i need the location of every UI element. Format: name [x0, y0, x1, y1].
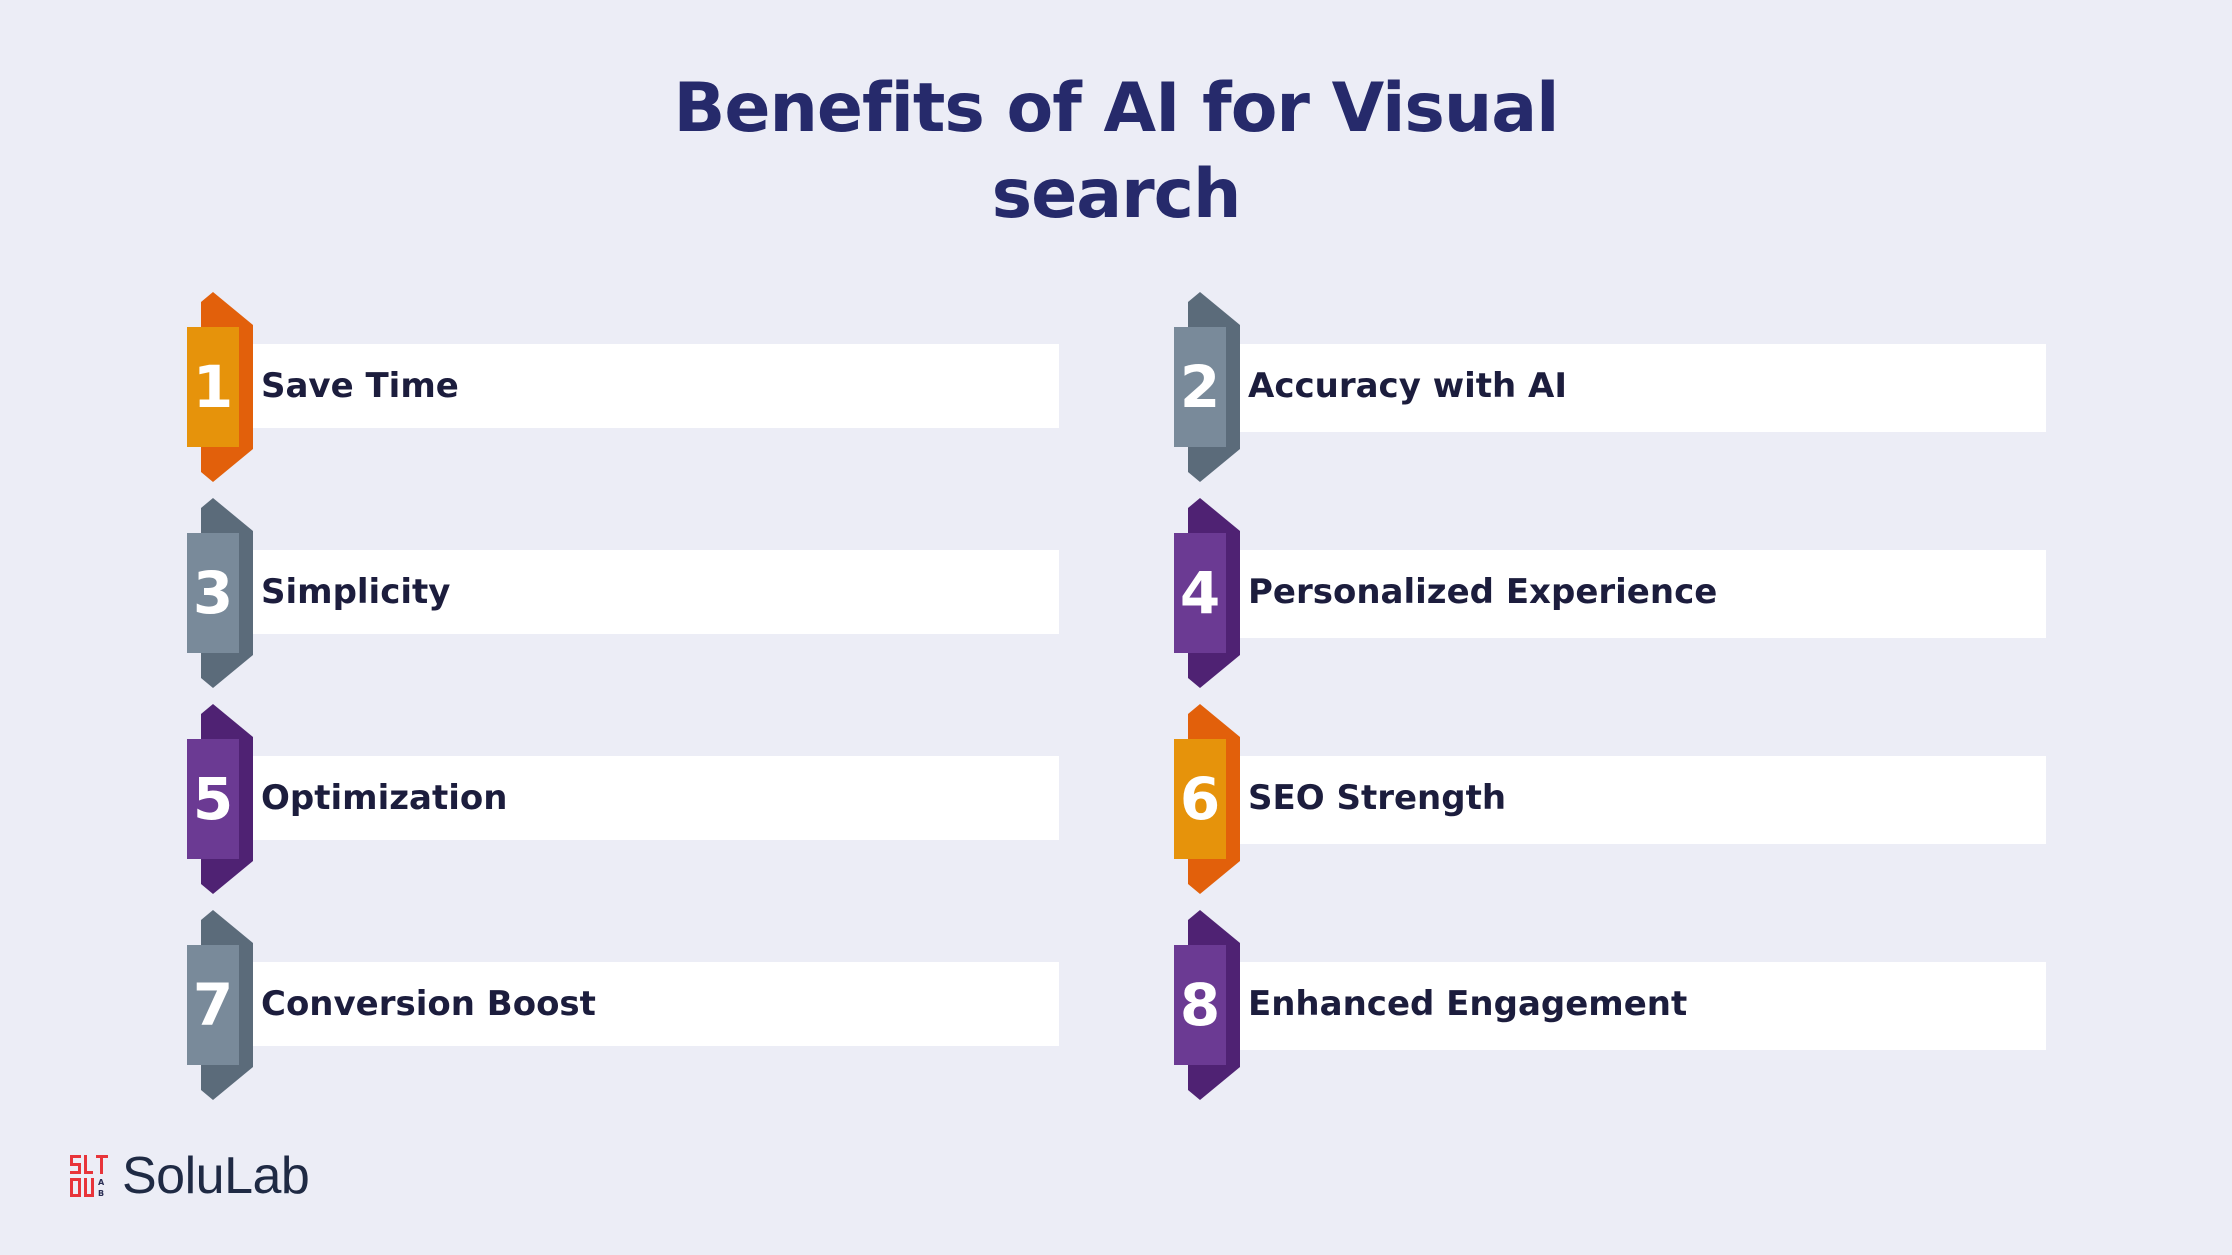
- benefit-bar: [1226, 962, 2046, 1050]
- number-badge: 3: [192, 559, 234, 627]
- benefit-item-7: 7 Conversion Boost: [187, 910, 1173, 1100]
- brand-name: SoluLab: [122, 1147, 310, 1205]
- number-badge-shape: [1174, 498, 1240, 688]
- number-badge-shape: [187, 910, 253, 1100]
- benefit-item-3: 3 Simplicity: [187, 498, 1173, 688]
- number-badge: 1: [192, 353, 234, 421]
- number-badge: 4: [1179, 559, 1221, 627]
- benefit-bar: [239, 756, 1059, 840]
- benefit-label: Simplicity: [261, 572, 451, 612]
- benefit-item-5: 5 Optimization: [187, 704, 1173, 894]
- number-badge: 5: [192, 765, 234, 833]
- svg-text:B: B: [98, 1189, 104, 1197]
- number-badge: 6: [1179, 765, 1221, 833]
- svg-text:A: A: [98, 1178, 105, 1187]
- benefit-label: Personalized Experience: [1248, 572, 1718, 612]
- brand-logo: A B SoluLab: [70, 1146, 310, 1206]
- benefit-bar: [1226, 550, 2046, 638]
- number-badge-shape: [187, 498, 253, 688]
- benefit-bar: [239, 962, 1059, 1046]
- benefit-bar: [239, 344, 1059, 428]
- benefit-label: Save Time: [261, 366, 459, 406]
- number-badge-shape: [1174, 704, 1240, 894]
- benefit-label: Accuracy with AI: [1248, 366, 1568, 406]
- number-badge-shape: [1174, 910, 1240, 1100]
- title-line-1: Benefits of AI for Visual: [673, 69, 1560, 148]
- benefit-item-1: 1 Save Time: [187, 292, 1173, 482]
- title-line-2: search: [991, 155, 1242, 234]
- solulab-logo-icon: A B: [70, 1155, 108, 1197]
- benefit-bar: [1226, 344, 2046, 432]
- benefit-item-8: 8 Enhanced Engagement: [1174, 910, 2160, 1100]
- number-badge-shape: [187, 292, 253, 482]
- number-badge: 7: [192, 971, 234, 1039]
- benefit-label: SEO Strength: [1248, 778, 1507, 818]
- benefit-label: Optimization: [261, 778, 508, 818]
- benefit-label: Conversion Boost: [261, 984, 596, 1024]
- number-badge-shape: [187, 704, 253, 894]
- benefit-item-2: 2 Accuracy with AI: [1174, 292, 2160, 482]
- number-badge: 2: [1179, 353, 1221, 421]
- benefit-item-4: 4 Personalized Experience: [1174, 498, 2160, 688]
- benefit-bar: [239, 550, 1059, 634]
- benefit-bar: [1226, 756, 2046, 844]
- number-badge-shape: [1174, 292, 1240, 482]
- benefit-label: Enhanced Engagement: [1248, 984, 1688, 1024]
- page-title: Benefits of AI for Visual search: [0, 66, 2232, 238]
- number-badge: 8: [1179, 971, 1221, 1039]
- benefit-item-6: 6 SEO Strength: [1174, 704, 2160, 894]
